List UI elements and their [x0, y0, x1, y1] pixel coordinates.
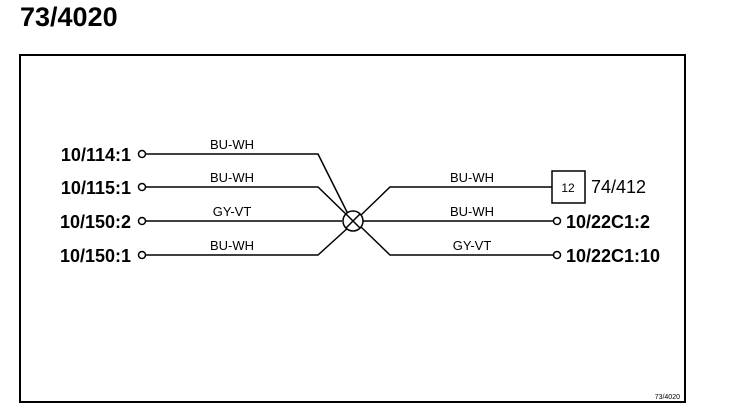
left-wire-color-3: GY-VT — [213, 204, 252, 219]
right-wire-color-3: GY-VT — [453, 238, 492, 253]
right-wire-color-1: BU-WH — [450, 170, 494, 185]
left-connector-label-4: 10/150:1 — [60, 246, 131, 266]
connector-box-label: 12 — [561, 181, 575, 195]
right-connector-label-3: 10/22C1:10 — [566, 246, 660, 266]
right-connector-label-2: 10/22C1:2 — [566, 212, 650, 232]
terminal-left-3-icon — [137, 216, 147, 226]
footer-reference: 73/4020 — [655, 394, 680, 401]
left-wire-color-2: BU-WH — [210, 170, 254, 185]
terminal-left-4-icon — [137, 250, 147, 260]
splice-node-icon — [342, 210, 364, 232]
wire-left-1 — [146, 153, 351, 219]
terminal-right-3-icon — [552, 250, 562, 260]
wire-left-2 — [146, 186, 351, 219]
diagram-frame — [19, 54, 686, 403]
terminal-left-1-icon — [137, 149, 147, 159]
left-connector-label-3: 10/150:2 — [60, 212, 131, 232]
right-wire-color-2: BU-WH — [450, 204, 494, 219]
connector-box — [551, 170, 586, 204]
wire-left-4 — [146, 225, 351, 256]
wire-right-3 — [359, 225, 554, 256]
left-connector-label-1: 10/114:1 — [61, 145, 131, 165]
left-wire-color-4: BU-WH — [210, 238, 254, 253]
terminal-left-2-icon — [137, 182, 147, 192]
left-connector-label-2: 10/115:1 — [61, 178, 131, 198]
wire-right-1 — [359, 186, 552, 217]
left-wire-color-1: BU-WH — [210, 137, 254, 152]
terminal-right-2-icon — [552, 216, 562, 226]
right-connector-label-1: 74/412 — [591, 177, 646, 197]
page-title: 73/4020 — [20, 2, 118, 32]
